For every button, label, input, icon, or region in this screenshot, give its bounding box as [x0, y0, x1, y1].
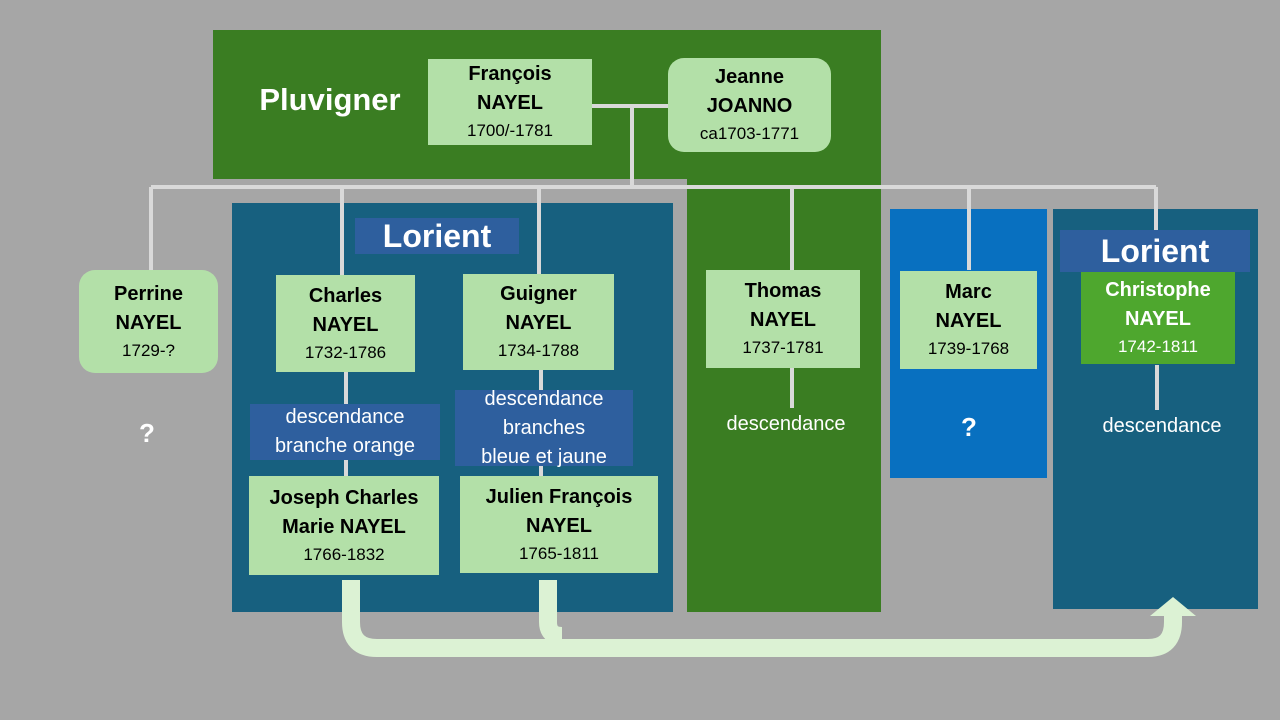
person-name: Guigner NAYEL [500, 283, 577, 334]
person-dates: 1732-1786 [304, 342, 387, 362]
arrow-head [1150, 597, 1196, 616]
person-name: Thomas NAYEL [744, 280, 822, 331]
person-name: Julien François NAYEL [485, 485, 633, 537]
person-dates: 1737-1781 [742, 338, 824, 357]
descendance-christophe: descendance [1102, 415, 1222, 437]
parent-card-francois: François NAYEL 1700/-1781 [428, 59, 592, 145]
thomas-region [687, 179, 881, 612]
person-name: Perrine NAYEL [114, 282, 183, 334]
grandchild-card-joseph: Joseph Charles Marie NAYEL 1766-1832 [249, 476, 439, 575]
descendance-branche-orange: descendance branche orange [250, 404, 440, 460]
person-dates: 1729-? [122, 340, 175, 360]
person-dates: 1734-1788 [497, 341, 580, 360]
unknown-perrine: ? [139, 418, 155, 448]
person-dates: 1766-1832 [303, 544, 385, 564]
child-card-charles: Charles NAYEL 1732-1786 [276, 275, 415, 372]
child-card-christophe: Christophe NAYEL 1742-1811 [1081, 272, 1235, 364]
descendance-thomas: descendance [726, 413, 846, 435]
person-name: Christophe NAYEL [1105, 279, 1211, 330]
child-card-guigner: Guigner NAYEL 1734-1788 [463, 274, 614, 370]
unknown-marc: ? [961, 412, 977, 442]
person-dates: ca1703-1771 [699, 124, 800, 143]
person-dates: 1765-1811 [518, 543, 600, 563]
transfer-arrow [342, 580, 1182, 657]
parent-card-jeanne: Jeanne JOANNO ca1703-1771 [668, 58, 831, 152]
child-card-marc: Marc NAYEL 1739-1768 [900, 271, 1037, 369]
person-name: Joseph Charles Marie NAYEL [269, 486, 419, 538]
child-card-perrine: Perrine NAYEL 1729-? [79, 270, 218, 373]
person-dates: 1739-1768 [927, 339, 1010, 358]
place-lorient-right: Lorient [1060, 230, 1250, 272]
descendance-branches-bleue-jaune: descendance branches bleue et jaune [455, 388, 633, 468]
person-name: Jeanne JOANNO [706, 66, 793, 117]
person-dates: 1742-1811 [1117, 337, 1199, 356]
person-dates: 1700/-1781 [466, 121, 554, 140]
child-card-thomas: Thomas NAYEL 1737-1781 [706, 270, 860, 368]
grandchild-card-julien: Julien François NAYEL 1765-1811 [460, 476, 658, 573]
place-lorient-left: Lorient [355, 218, 519, 254]
person-name: Marc NAYEL [935, 281, 1002, 332]
place-pluvigner: Pluvigner [259, 82, 401, 117]
person-name: François NAYEL [468, 63, 552, 114]
person-name: Charles NAYEL [308, 284, 383, 336]
